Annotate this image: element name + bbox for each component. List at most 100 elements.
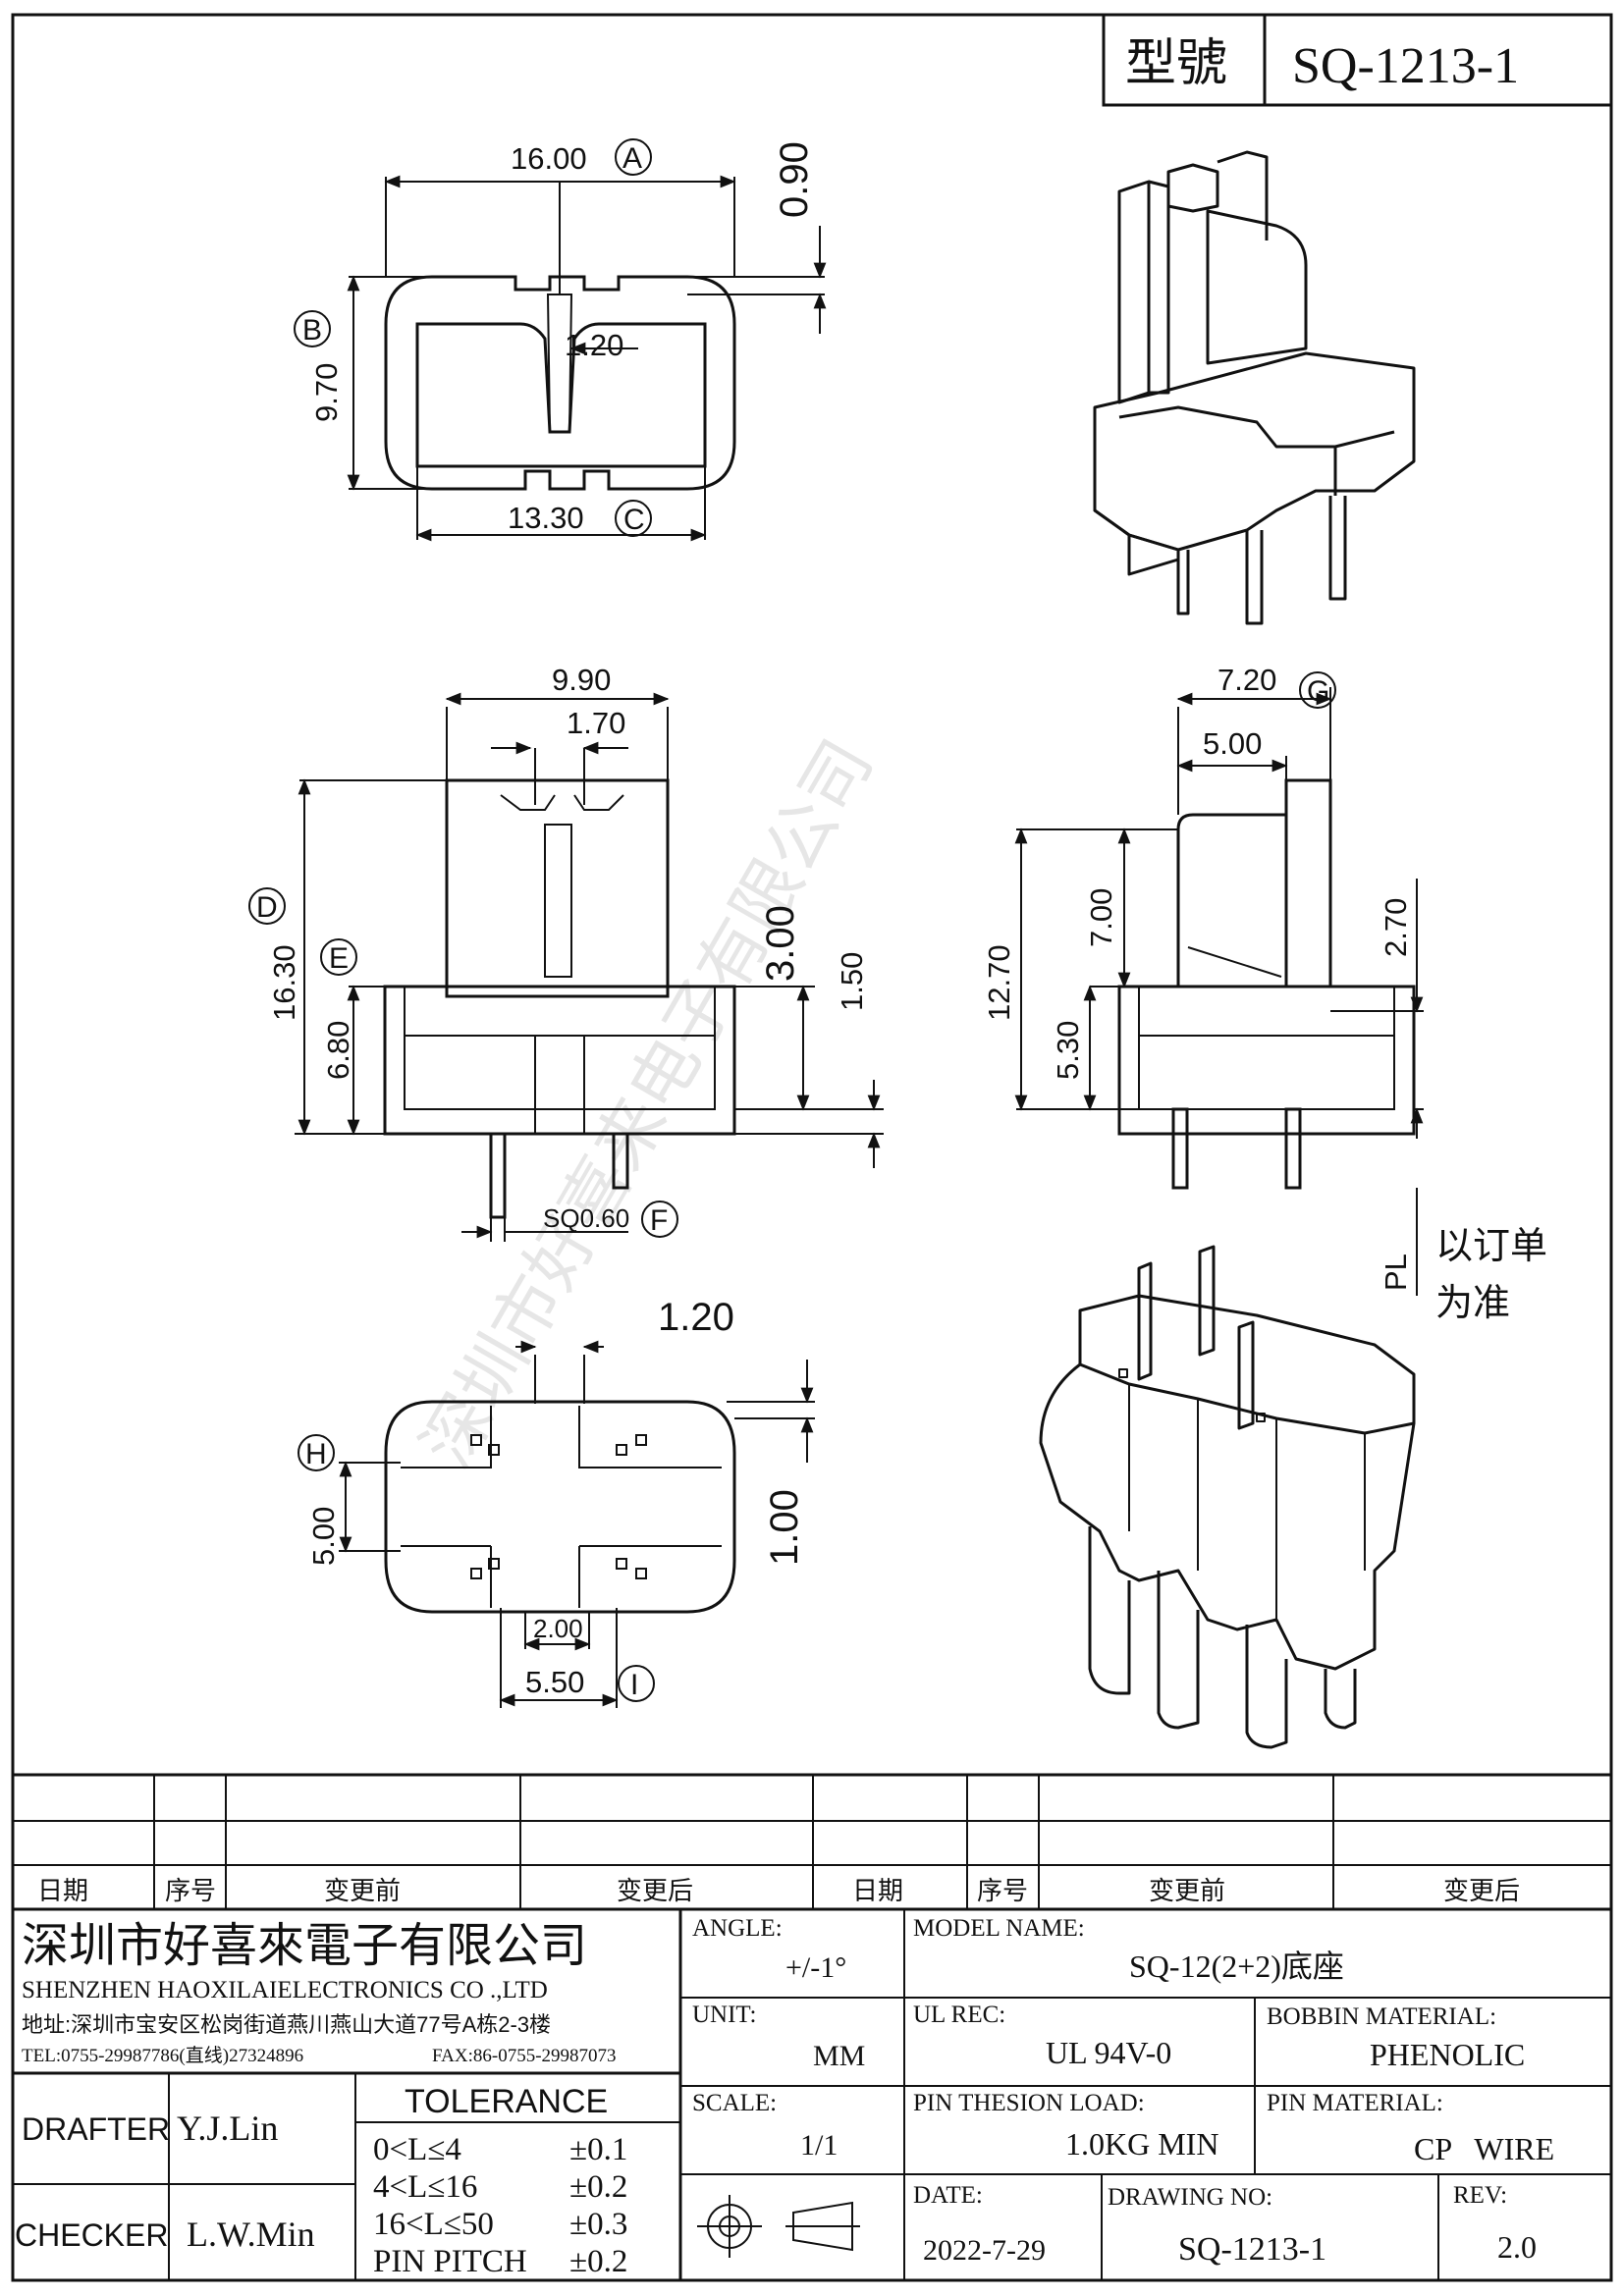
dim-9-70: 9.70 xyxy=(309,363,344,422)
company-tel: TEL:0755-29987786(直线)27324896 xyxy=(22,2045,303,2066)
model-number: SQ-1213-1 xyxy=(1292,38,1519,94)
tolerance-value-3: ±0.3 xyxy=(569,2207,627,2242)
rev-header-after-1: 变更后 xyxy=(617,1876,693,1905)
front-view xyxy=(295,692,884,1242)
angle-label: ANGLE: xyxy=(692,1915,783,1942)
rev-header-seq-1: 序号 xyxy=(165,1876,216,1905)
pin-material-value: CP WIRE xyxy=(1414,2131,1554,2166)
side-view xyxy=(1014,687,1424,1296)
dim-5-50: 5.50 xyxy=(525,1665,584,1699)
tolerance-range-4: PIN PITCH xyxy=(373,2244,527,2279)
drawing-no-value: SQ-1213-1 xyxy=(1178,2231,1326,2268)
company-block: 深圳市好喜來電子有限公司 SHENZHEN HAOXILAIELECTRONIC… xyxy=(22,1920,617,2066)
tolerance-range-3: 16<L≤50 xyxy=(373,2207,494,2242)
bobbin-material-label: BOBBIN MATERIAL: xyxy=(1267,2003,1496,2030)
ref-f: F xyxy=(650,1204,668,1237)
sheet-border xyxy=(11,13,1613,2282)
rev-header-before-1: 变更前 xyxy=(324,1876,401,1905)
model-name-label: MODEL NAME: xyxy=(913,1915,1085,1942)
unit-label: UNIT: xyxy=(692,2002,756,2028)
ref-a: A xyxy=(622,142,642,175)
ref-c: C xyxy=(623,504,645,536)
iso-view-top xyxy=(1093,150,1416,625)
tolerance-value-2: ±0.2 xyxy=(569,2169,627,2205)
ref-d: D xyxy=(256,891,278,924)
ul-rec-value: UL 94V-0 xyxy=(1046,2035,1171,2070)
dim-6-80: 6.80 xyxy=(321,1021,355,1080)
scale-value: 1/1 xyxy=(800,2129,838,2162)
rev-header-date-1: 日期 xyxy=(37,1876,88,1905)
dim-13-30: 13.30 xyxy=(508,501,584,535)
dim-1-50: 1.50 xyxy=(835,952,869,1011)
model-header: 型號 SQ-1213-1 xyxy=(1102,13,1613,107)
rev-label: REV: xyxy=(1453,2182,1507,2209)
dim-5-30: 5.30 xyxy=(1051,1021,1085,1080)
rev-header-date-2: 日期 xyxy=(852,1876,903,1905)
dim-7-00: 7.00 xyxy=(1084,888,1118,947)
date-value: 2022-7-29 xyxy=(923,2234,1046,2267)
dim-5-00: 5.00 xyxy=(1203,726,1262,761)
dim-7-20: 7.20 xyxy=(1217,663,1276,697)
rev-header-seq-2: 序号 xyxy=(977,1876,1028,1905)
ref-i: I xyxy=(630,1669,638,1701)
pin-load-value: 1.0KG MIN xyxy=(1065,2126,1218,2162)
tolerance-range-1: 0<L≤4 xyxy=(373,2132,461,2167)
tolerance-block: TOLERANCE 0<L≤4 ±0.1 4<L≤16 ±0.2 16<L≤50… xyxy=(373,2083,627,2279)
company-address: 地址:深圳市宝安区松岗街道燕川燕山大道77号A栋2-3楼 xyxy=(22,2012,551,2037)
iso-view-bottom xyxy=(1039,1245,1416,1749)
bottom-view xyxy=(339,1340,815,1708)
pin-load-label: PIN THESION LOAD: xyxy=(913,2090,1145,2116)
company-fax: FAX:86-0755-29987073 xyxy=(432,2046,617,2066)
pl-note-line2: 为准 xyxy=(1435,1283,1510,1324)
checker-value: L.W.Min xyxy=(187,2215,315,2254)
drafter-value: Y.J.Lin xyxy=(177,2109,278,2148)
bobbin-material-value: PHENOLIC xyxy=(1370,2037,1525,2072)
dim-3-00: 3.00 xyxy=(759,905,802,982)
title-block-grid xyxy=(13,1773,1611,2280)
spec-labels: ANGLE: +/-1° UNIT: MM SCALE: 1/1 MODEL N… xyxy=(692,1915,1554,2268)
dim-0-90: 0.90 xyxy=(773,141,816,218)
dim-1-00: 1.00 xyxy=(763,1489,806,1566)
bottom-view-labels: 1.20 H 5.00 1.00 2.00 5.50 I xyxy=(298,1296,806,1702)
dim-16-00: 16.00 xyxy=(511,141,587,176)
ref-e: E xyxy=(329,942,349,975)
dim-12-70: 12.70 xyxy=(982,944,1016,1021)
front-view-labels: 9.90 1.70 D 16.30 E 6.80 3.00 1.50 SQ0.6… xyxy=(248,663,869,1238)
date-label: DATE: xyxy=(913,2182,983,2209)
model-name-value: SQ-12(2+2)底座 xyxy=(1129,1949,1344,1984)
tolerance-value-4: ±0.2 xyxy=(569,2244,627,2279)
tolerance-value-1: ±0.1 xyxy=(569,2132,627,2167)
unit-value: MM xyxy=(813,2040,865,2072)
rev-header-before-2: 变更前 xyxy=(1149,1876,1225,1905)
dim-sq0-60: SQ0.60 xyxy=(543,1203,629,1233)
tolerance-range-2: 4<L≤16 xyxy=(373,2169,477,2205)
top-view xyxy=(347,175,827,542)
ul-rec-label: UL REC: xyxy=(913,2002,1005,2028)
top-view-labels: 16.00 A B 9.70 1.20 13.30 C 0.90 xyxy=(294,138,816,537)
ref-b: B xyxy=(302,314,322,347)
side-view-labels: 7.20 G 5.00 12.70 7.00 5.30 2.70 PL 以订单 … xyxy=(982,663,1547,1324)
revision-headers: 日期 序号 变更前 变更后 日期 序号 变更前 变更后 xyxy=(37,1876,1520,1905)
pl-label: PL xyxy=(1379,1254,1413,1291)
drafter-label: DRAFTER xyxy=(22,2111,170,2147)
dim-2-00: 2.00 xyxy=(533,1614,583,1643)
rev-header-after-2: 变更后 xyxy=(1443,1876,1520,1905)
rev-value: 2.0 xyxy=(1497,2229,1537,2265)
dim-1-20: 1.20 xyxy=(565,328,623,362)
ref-h: H xyxy=(305,1438,327,1470)
dim-2-70: 2.70 xyxy=(1379,898,1413,957)
projection-symbol-icon xyxy=(697,2195,860,2258)
tolerance-title: TOLERANCE xyxy=(405,2083,608,2120)
watermark: 深圳市好喜来电子有限公司 xyxy=(406,726,889,1480)
scale-label: SCALE: xyxy=(692,2090,777,2116)
pin-material-label: PIN MATERIAL: xyxy=(1267,2090,1443,2116)
company-name-cn: 深圳市好喜來電子有限公司 xyxy=(22,1920,587,1972)
dim-5-00-bottom: 5.00 xyxy=(306,1507,341,1566)
company-name-en: SHENZHEN HAOXILAIELECTRONICS CO .,LTD xyxy=(22,1977,548,2003)
personnel-block: DRAFTER Y.J.Lin CHECKER L.W.Min xyxy=(15,2109,315,2254)
dim-bottom-1-20: 1.20 xyxy=(658,1296,734,1339)
dim-1-70: 1.70 xyxy=(567,706,625,740)
checker-label: CHECKER xyxy=(15,2217,168,2253)
pl-note-line1: 以订单 xyxy=(1435,1226,1547,1267)
